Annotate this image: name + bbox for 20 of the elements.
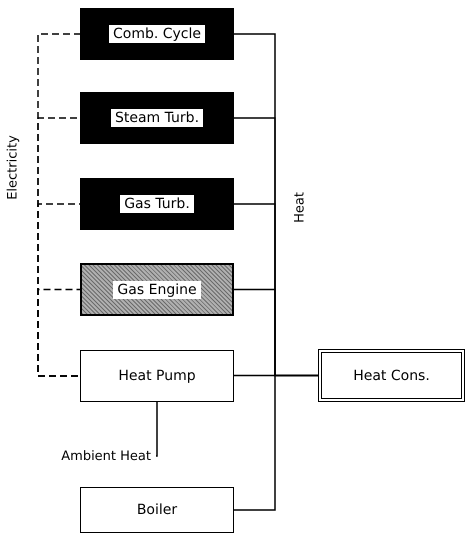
process-box [80, 350, 234, 402]
node-label: Gas Turb. [120, 195, 194, 213]
process-box [80, 263, 234, 316]
connector [234, 374, 318, 511]
process-box [80, 487, 234, 533]
connector [156, 402, 158, 457]
consumer-box [318, 349, 465, 402]
node-label: Heat Cons. [353, 368, 430, 384]
process-box [80, 178, 234, 230]
dashed-connector [37, 288, 80, 377]
bus-label: Electricity [6, 134, 20, 202]
bus-label: Heat [292, 191, 308, 225]
node-label: Gas Engine [113, 280, 201, 298]
node-label: Heat Pump [118, 368, 196, 384]
node-label: Comb. Cycle [108, 25, 206, 43]
node-label: Boiler [136, 502, 178, 518]
process-box [80, 92, 234, 144]
node-label: Ambient Heat [61, 448, 151, 464]
node-label: Steam Turb. [110, 109, 204, 127]
process-box [80, 8, 234, 60]
